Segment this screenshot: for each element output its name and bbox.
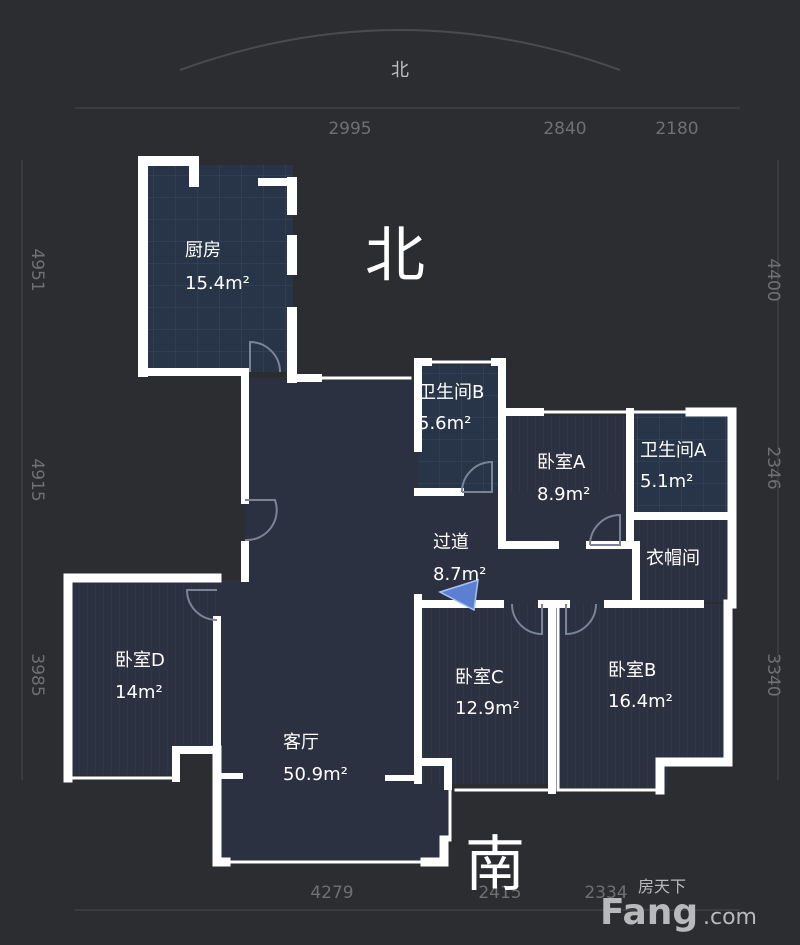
room-living-room-area: 50.9m² — [283, 764, 348, 785]
bathroom-a-floor — [632, 412, 728, 514]
dim-bottom-2: 2415 — [478, 883, 521, 903]
dim-bottom-1: 4279 — [310, 883, 353, 903]
bedroom-c-floor — [418, 604, 552, 784]
room-bathroom-b-name: 卫生间B — [418, 382, 484, 403]
dim-left-3: 3985 — [27, 653, 47, 696]
room-living-room-name: 客厅 — [283, 732, 319, 753]
south-label: 南 — [465, 830, 525, 900]
bedroom-d-floor — [72, 582, 217, 775]
room-kitchen-area: 15.4m² — [185, 273, 250, 294]
room-corridor-area: 8.7m² — [433, 564, 486, 585]
watermark-suffix: .com — [703, 905, 757, 930]
dim-right-1: 4400 — [763, 258, 783, 301]
room-wardrobe-name: 衣帽间 — [646, 548, 700, 569]
dim-left-1: 4951 — [27, 248, 47, 291]
dim-top-1: 2995 — [328, 119, 371, 139]
dim-top-2: 2840 — [543, 119, 586, 139]
compass-north-label: 北 — [391, 60, 409, 81]
room-bedroom-c-name: 卧室C — [455, 667, 504, 688]
living-room-floor — [217, 378, 448, 860]
room-bathroom-b-area: 5.6m² — [418, 413, 471, 434]
doors — [185, 340, 621, 636]
wardrobe-floor — [634, 516, 728, 602]
floors — [72, 165, 728, 860]
dim-right-3: 3340 — [763, 653, 783, 696]
room-labels: 厨房 15.4m² 卫生间B 5.6m² 卧室A 8.9m² 卫生间A 5.1m… — [115, 240, 707, 785]
bathroom-b-floor — [418, 365, 502, 492]
room-bedroom-c-area: 12.9m² — [455, 698, 520, 719]
room-bathroom-a-area: 5.1m² — [640, 471, 693, 492]
watermark-brand: Fang — [600, 892, 698, 933]
bedroom-b-floor — [558, 604, 728, 788]
room-bedroom-d-area: 14m² — [115, 682, 163, 703]
watermark-text: 房天下 — [638, 877, 686, 896]
room-bedroom-b-area: 16.4m² — [608, 691, 673, 712]
walls — [63, 156, 737, 867]
viewpoint-marker-icon — [438, 578, 479, 612]
dim-top-3: 2180 — [655, 119, 698, 139]
room-kitchen-name: 厨房 — [185, 240, 221, 261]
room-bedroom-a-name: 卧室A — [537, 452, 586, 473]
room-bedroom-d-name: 卧室D — [115, 650, 165, 671]
dim-left-2: 4915 — [27, 458, 47, 501]
compass-arc — [179, 29, 621, 71]
room-bathroom-a-name: 卫生间A — [640, 440, 707, 461]
room-bedroom-a-area: 8.9m² — [537, 484, 590, 505]
dim-right-2: 2346 — [763, 446, 783, 489]
kitchen-floor — [145, 165, 293, 372]
dim-bottom-3: 2334 — [584, 883, 627, 903]
north-label: 北 — [365, 221, 425, 291]
watermark: 房天下 Fang .com — [600, 877, 757, 933]
room-bedroom-b-name: 卧室B — [608, 660, 656, 681]
room-corridor-name: 过道 — [433, 532, 469, 553]
